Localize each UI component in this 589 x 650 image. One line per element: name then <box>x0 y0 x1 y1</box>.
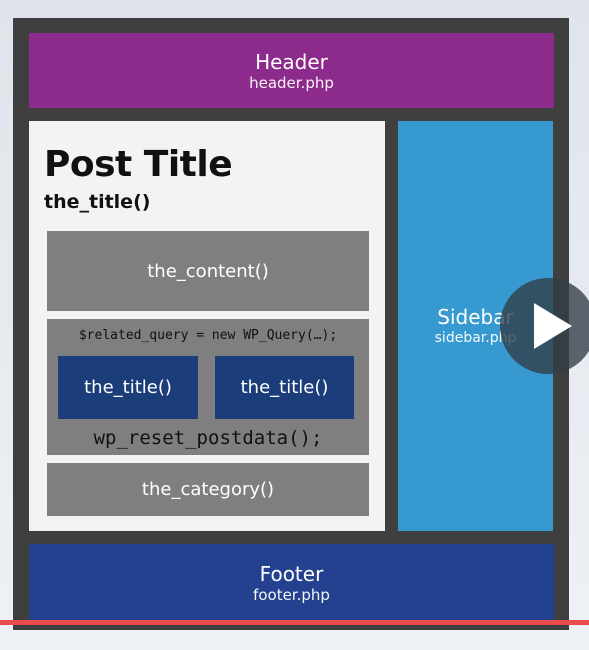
header-file: header.php <box>249 73 334 92</box>
footer-region: Footer footer.php <box>29 544 554 622</box>
content-block: the_content() <box>47 231 369 311</box>
play-icon <box>534 303 572 349</box>
content-function: the_content() <box>147 260 269 282</box>
footer-title: Footer <box>259 562 324 586</box>
reset-postdata-code: wp_reset_postdata(); <box>93 427 323 449</box>
play-button[interactable] <box>500 278 589 374</box>
related-post-1: the_title() <box>58 356 198 419</box>
category-function: the_category() <box>141 479 275 500</box>
related-post-2: the_title() <box>215 356 354 419</box>
header-region: Header header.php <box>29 33 554 108</box>
footer-file: footer.php <box>253 586 330 604</box>
header-title: Header <box>255 49 328 74</box>
category-block: the_category() <box>47 463 369 516</box>
related-query-block: $related_query = new WP_Query(…); the_ti… <box>47 319 369 455</box>
content-region: Post Title the_title() the_content() $re… <box>29 121 385 531</box>
sidebar-file: sidebar.php <box>434 330 517 346</box>
related-query-code: $related_query = new WP_Query(…); <box>78 328 338 343</box>
post-title: Post Title <box>44 144 233 185</box>
video-progress-bar[interactable] <box>0 620 589 625</box>
post-title-function: the_title() <box>44 191 151 213</box>
